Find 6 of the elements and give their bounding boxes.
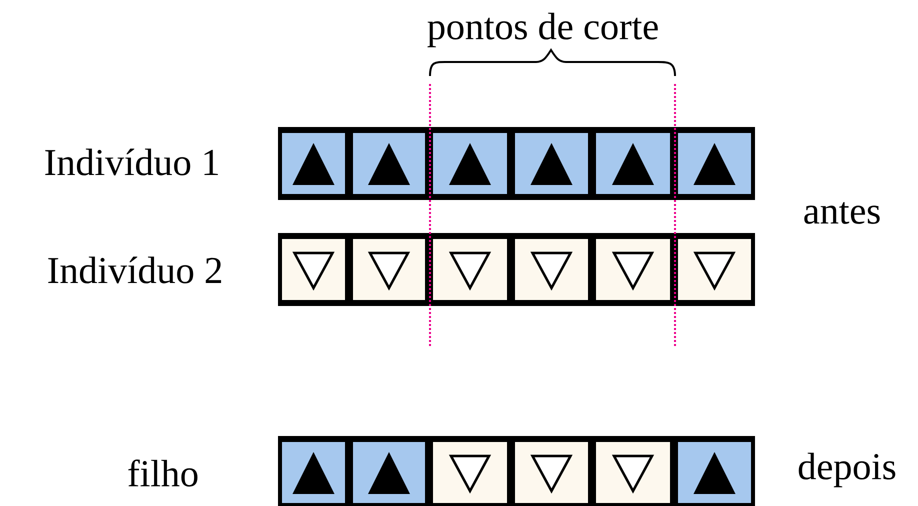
cut-points-label: pontos de corte: [428, 12, 658, 48]
row-label: filho: [128, 459, 198, 487]
row-label: Indivíduo 1: [45, 148, 218, 176]
stage-label: depois: [798, 452, 896, 488]
row-label: Indivíduo 2: [48, 256, 222, 284]
stage-label: antes: [804, 202, 880, 224]
